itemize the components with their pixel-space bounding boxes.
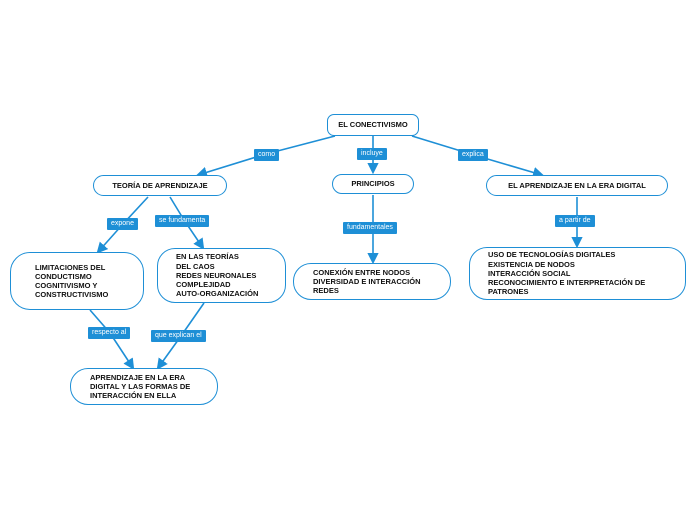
- node-el-aprendizaje-en-la-era-digital-label: EL APRENDIZAJE EN LA ERA DIGITAL: [508, 180, 646, 190]
- node-limitaciones-label: LIMITACIONES DEL CONDUCTISMO COGNITIVISM…: [35, 262, 109, 300]
- edge-label-que-explican-el[interactable]: que explican el: [151, 330, 206, 342]
- node-aprendizaje-en-la-era-digital-label: APRENDIZAJE EN LA ERA DIGITAL Y LAS FORM…: [90, 372, 191, 401]
- node-el-conectivismo[interactable]: EL CONECTIVISMO: [327, 114, 419, 136]
- node-conexion-entre-nodos[interactable]: CONEXIÓN ENTRE NODOS DIVERSIDAD E INTERA…: [293, 263, 451, 300]
- edge-label-expone[interactable]: expone: [107, 218, 138, 230]
- node-uso-de-tecnologias[interactable]: USO DE TECNOLOGÍAS DIGITALES EXISTENCIA …: [469, 247, 686, 300]
- edge-label-explica[interactable]: explica: [458, 149, 488, 161]
- node-el-aprendizaje-en-la-era-digital[interactable]: EL APRENDIZAJE EN LA ERA DIGITAL: [486, 175, 668, 196]
- edge-label-como[interactable]: como: [254, 149, 280, 161]
- node-limitaciones[interactable]: LIMITACIONES DEL CONDUCTISMO COGNITIVISM…: [10, 252, 144, 310]
- node-el-conectivismo-label: EL CONECTIVISMO: [338, 120, 408, 130]
- node-uso-de-tecnologias-label: USO DE TECNOLOGÍAS DIGITALES EXISTENCIA …: [488, 250, 646, 297]
- edge-label-respecto-al[interactable]: respecto al: [88, 327, 131, 339]
- connector-respecto-al: [89, 309, 135, 370]
- node-principios-label: PRINCIPIOS: [351, 179, 395, 189]
- edge-label-a-partir-de[interactable]: a partir de: [555, 215, 595, 227]
- node-principios[interactable]: PRINCIPIOS: [332, 174, 414, 194]
- node-aprendizaje-en-la-era-digital[interactable]: APRENDIZAJE EN LA ERA DIGITAL Y LAS FORM…: [70, 368, 218, 405]
- edge-label-incluye[interactable]: incluye: [357, 148, 387, 160]
- node-teoria-de-aprendizaje-label: TEORÍA DE APRENDIZAJE: [112, 180, 208, 190]
- edge-label-se-fundamenta[interactable]: se fundamenta: [155, 215, 210, 227]
- edge-label-fundamentales[interactable]: fundamentales: [343, 222, 397, 234]
- node-teoria-de-aprendizaje[interactable]: TEORÍA DE APRENDIZAJE: [93, 175, 227, 196]
- node-en-las-teorias[interactable]: EN LAS TEORÍAS DEL CAOS REDES NEURONALES…: [157, 248, 286, 303]
- node-conexion-entre-nodos-label: CONEXIÓN ENTRE NODOS DIVERSIDAD E INTERA…: [313, 267, 421, 296]
- node-en-las-teorias-label: EN LAS TEORÍAS DEL CAOS REDES NEURONALES…: [176, 252, 259, 299]
